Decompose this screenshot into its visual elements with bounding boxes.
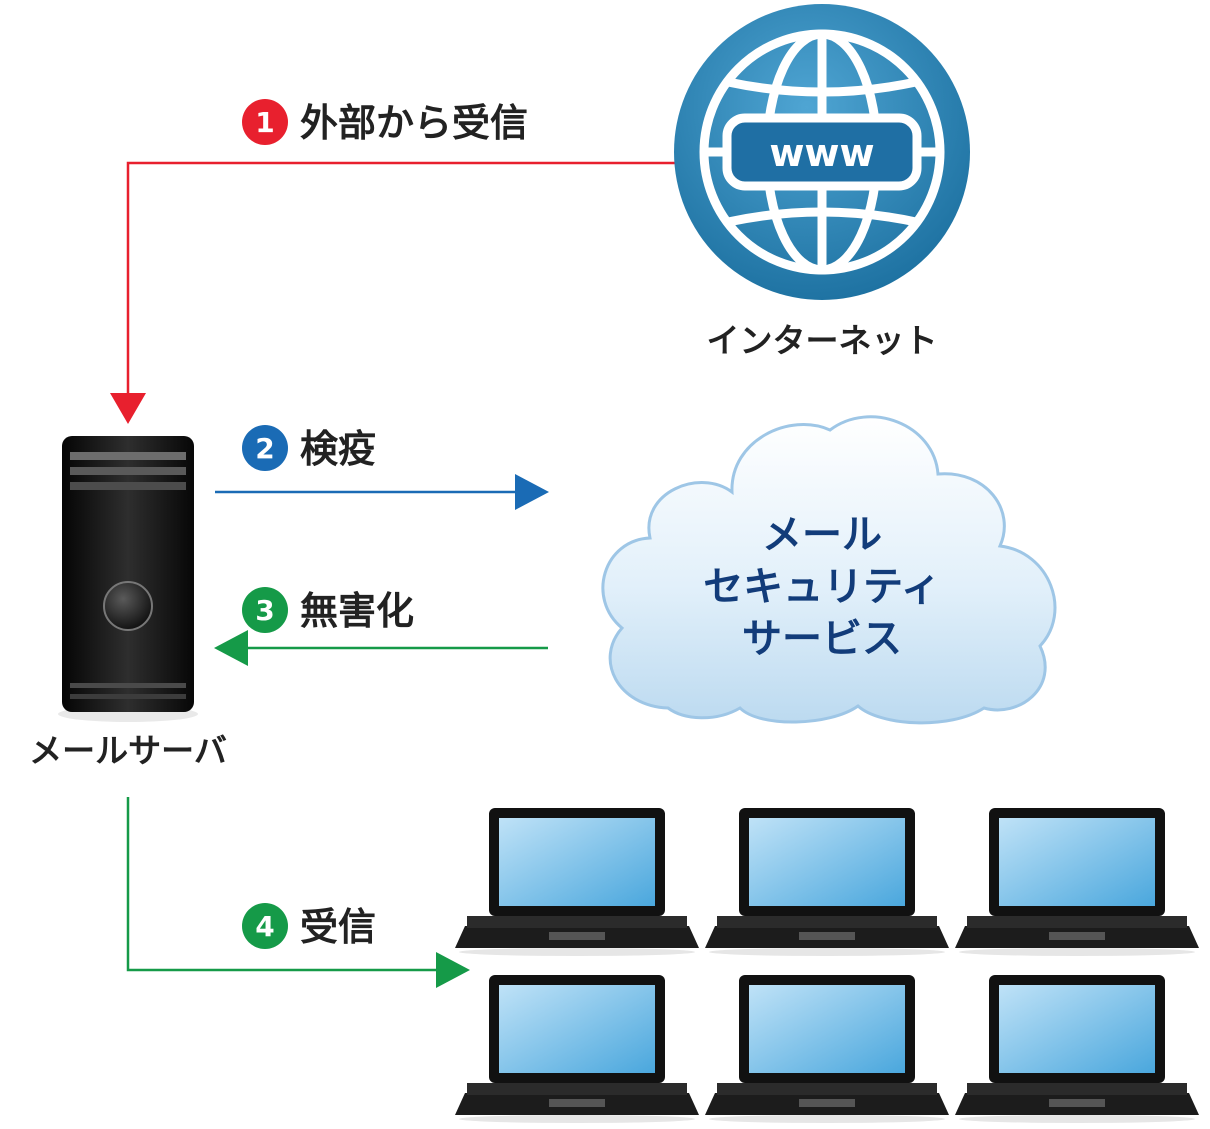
step-badge [242,99,288,145]
step-number: 4 [255,910,274,943]
step-2: 2 検疫 [242,425,376,471]
cloud-label-line1: メール [762,512,882,558]
blue-connector [215,474,549,510]
cloud-label-line2: セキュリティ [703,564,941,610]
cloud-label-line3: サービス [742,616,902,662]
step-label: 外部から受信 [300,101,528,145]
step-number: 3 [255,594,274,627]
laptop-icon [455,808,699,956]
laptop-icon [955,808,1199,956]
laptop-icon [705,808,949,956]
green-connector-back [214,630,548,666]
globe-www-icon: www [674,4,970,300]
internet-label: インターネット [707,321,938,360]
step-badge [242,903,288,949]
step-label: 検疫 [300,427,376,471]
step-label: 無害化 [300,589,414,633]
tower-server-icon [58,436,198,722]
step-1: 1 外部から受信 [242,99,528,145]
cloud-icon [601,415,1057,725]
laptop-icon [955,975,1199,1123]
step-3: 3 無害化 [242,587,414,633]
laptop-icon [705,975,949,1123]
step-badge [242,425,288,471]
step-number: 1 [255,106,274,139]
step-number: 2 [255,432,274,465]
step-badge [242,587,288,633]
laptop-icon [455,975,699,1123]
step-4: 4 受信 [242,903,376,949]
client-laptops [455,808,1199,1123]
mail-server-label: メールサーバ [29,731,227,770]
green-connector-deliver [126,797,470,988]
red-connector [110,161,678,424]
www-label: www [769,131,874,175]
step-label: 受信 [300,905,376,949]
